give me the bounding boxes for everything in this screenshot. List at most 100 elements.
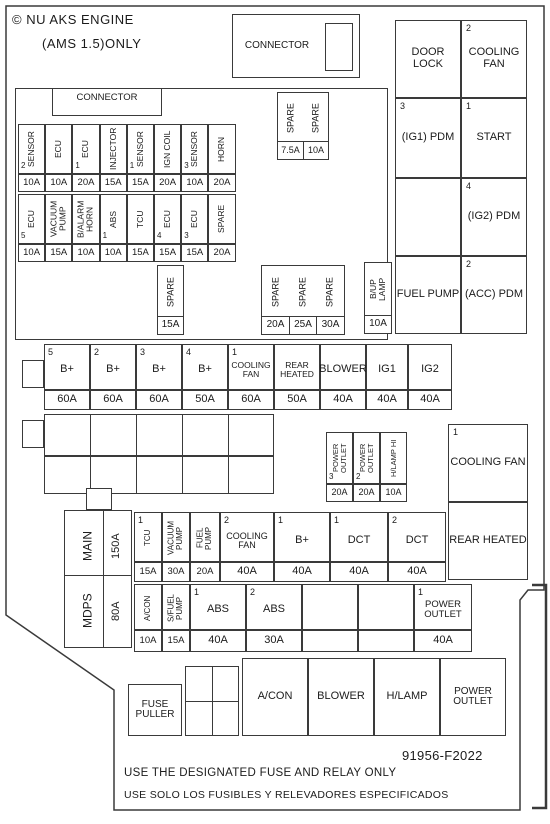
fuse-number: 1	[334, 515, 340, 525]
fuse-label: B+	[60, 363, 74, 376]
divider	[182, 414, 183, 494]
fuse-slot: ECU	[45, 124, 73, 174]
relay-label: (IG1) PDM	[401, 131, 455, 144]
relay-label: POWER OUTLET	[453, 685, 493, 707]
fuse-label: B/ALARM HORN	[76, 200, 95, 238]
fuse-slot: TCU	[126, 194, 154, 244]
relay-number: 1	[453, 427, 459, 437]
fuse-number: 3	[184, 231, 189, 240]
main-fuse-label: MAIN	[80, 531, 95, 561]
relay-label: COOLING FAN	[468, 46, 520, 70]
fuse-label: B+	[152, 363, 166, 376]
fuse-amp: 40A	[190, 630, 246, 652]
fuse-label: ECU	[80, 140, 91, 158]
part-number: 91956-F2022	[402, 748, 483, 763]
fuse-amp: 20A	[154, 174, 182, 192]
engine-title: © NU AKS ENGINE	[12, 12, 134, 27]
fuse-puller-label: FUSE PULLER	[135, 698, 175, 720]
fuse-number: 2	[250, 587, 256, 597]
fuse-amp: 40A	[220, 562, 274, 582]
fuse-label: REAR HEATED	[280, 360, 314, 379]
bottom-relay: POWER OUTLET	[440, 658, 506, 736]
main-fuse-amp: 150A	[110, 533, 123, 559]
copyright-symbol: ©	[12, 12, 23, 27]
fuse-label: FUEL PUMP	[195, 526, 213, 550]
fuse-label: ECU	[26, 210, 37, 228]
fuse-number: 5	[48, 347, 54, 357]
fuse-number: 1	[278, 515, 284, 525]
fuse-label: HORN	[216, 136, 227, 162]
spare-fuse-label: SPARE	[324, 277, 335, 307]
spare-fuse-label: SPARE	[165, 277, 176, 307]
fuse-label: BLOWER	[319, 363, 367, 376]
divider	[228, 414, 229, 494]
fuse-amp: 40A	[408, 390, 452, 410]
fuse-label: VACUUM PUMP	[166, 520, 184, 556]
backup-lamp-fuse: B/UP LAMP 10A	[364, 262, 392, 334]
relay-label: (IG2) PDM	[467, 210, 521, 223]
top-connector-label: CONNECTOR	[244, 39, 310, 51]
fuse-amp: 15A	[181, 244, 209, 262]
spare-fuse-amp: 7.5A	[278, 141, 304, 159]
relay-number: 4	[466, 181, 472, 191]
fuse-number: 2	[392, 515, 398, 525]
fuse-label: TCU	[142, 529, 152, 547]
fuse-amp: 40A	[320, 390, 366, 410]
fuse-slot: INJECTOR	[99, 124, 127, 174]
relay-ig2-pdm: 4 (IG2) PDM	[461, 178, 527, 256]
fuse-slot: FUEL PUMP	[190, 512, 220, 562]
fuse-label: S/FUEL PUMP	[166, 594, 184, 623]
fuse-amp: 15A	[99, 174, 127, 192]
bottom-relay: A/CON	[242, 658, 308, 736]
fuse-label: SENSOR	[189, 131, 200, 167]
fuse-amp: 40A	[366, 390, 408, 410]
fuse-amp: 15A	[126, 174, 154, 192]
fuse-label: TCU	[134, 210, 145, 228]
fuse-number: 2	[21, 161, 26, 170]
relay-number: 2	[466, 259, 472, 269]
left-connector: CONNECTOR	[52, 88, 162, 116]
fuse-label: DCT	[405, 534, 429, 547]
fuse-label: POWER OUTLET	[331, 443, 348, 473]
fuse-puller: FUSE PULLER	[128, 684, 182, 736]
fuse-number: 1	[138, 515, 144, 525]
spare-fuse-label: SPARE	[310, 103, 321, 133]
relay-cooling-fan-1: 1 COOLING FAN	[448, 424, 528, 502]
fuse-label: IGN COIL	[162, 130, 173, 168]
fuse-amp: 15A	[134, 562, 162, 582]
blank-fuse-block-top	[44, 414, 274, 456]
fuse-label: SENSOR	[26, 131, 37, 167]
relay-label: DOOR LOCK	[411, 46, 445, 70]
main-fuse-tab	[86, 488, 112, 510]
fuse-amp: 20A	[353, 484, 380, 502]
relay-ig1-pdm: 3 (IG1) PDM	[395, 98, 461, 178]
blank-amp	[302, 630, 358, 652]
fuse-slot: S/FUEL PUMP	[162, 584, 190, 630]
fuse-amp: 20A	[72, 174, 100, 192]
top-connector: CONNECTOR	[232, 14, 360, 78]
fuse-label: IG1	[378, 363, 396, 376]
fuse-slot: HORN	[208, 124, 236, 174]
fuse-label: ECU	[189, 210, 200, 228]
fuse-number: 1	[75, 161, 80, 170]
fuse-amp: 10A	[181, 174, 209, 192]
connector-latch-icon	[325, 23, 353, 71]
backup-lamp-amp: 10A	[365, 315, 391, 333]
multi-fuse-slot: IG1	[366, 344, 408, 390]
fuse-amp: 20A	[208, 174, 236, 192]
fuse-amp: 20A	[208, 244, 236, 262]
divider	[136, 414, 137, 494]
fuse-number: 5	[21, 231, 26, 240]
fuse-amp: 15A	[126, 244, 154, 262]
